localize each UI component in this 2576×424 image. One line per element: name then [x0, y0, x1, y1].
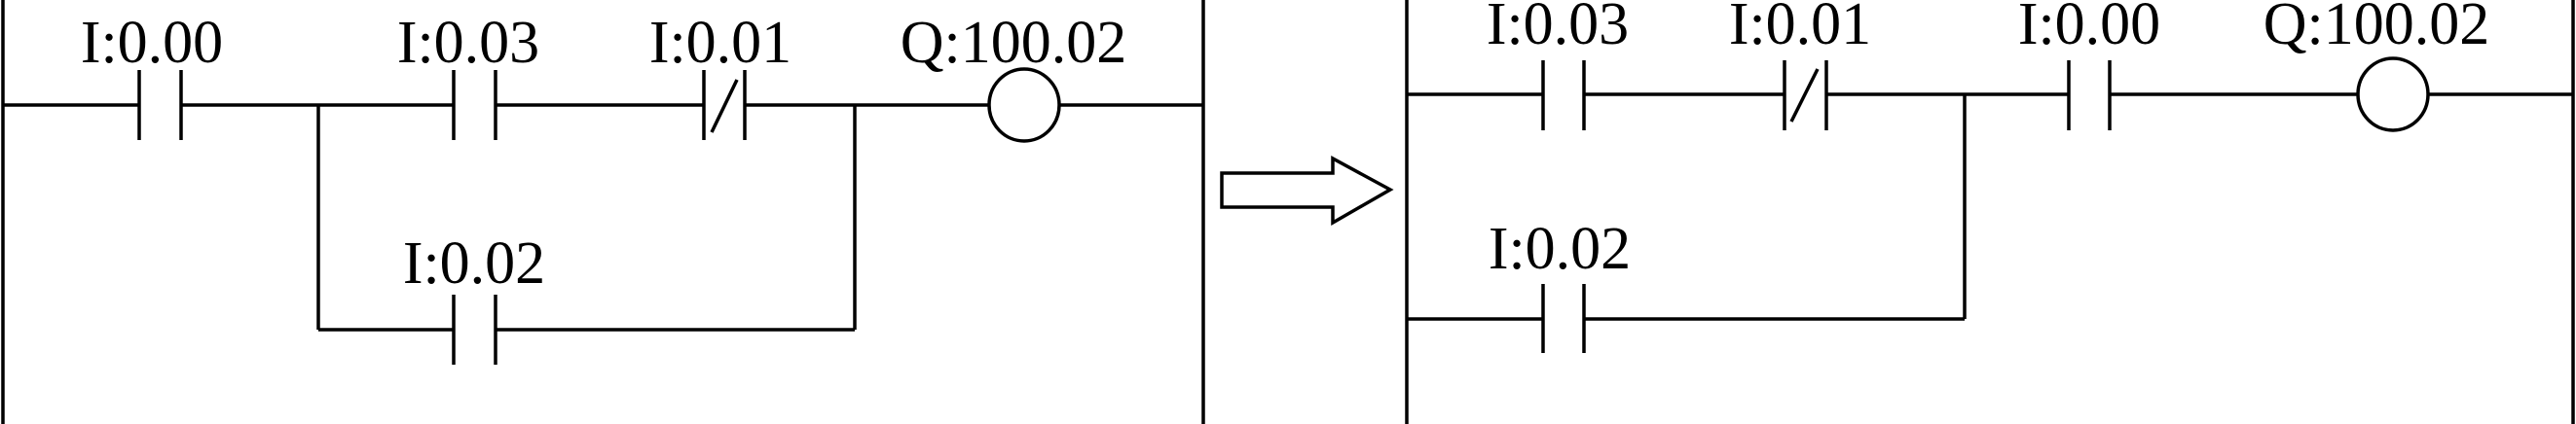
coil-label: Q:100.02 — [901, 10, 1127, 76]
ladder-after: I:0.03 I:0.01 I:0.00 I:0.02 Q:100.02 — [1405, 0, 2575, 424]
contact-label: I:0.03 — [397, 10, 539, 76]
contact-nc-i001: I:0.01 — [649, 10, 791, 140]
rung-wire — [1407, 92, 2573, 321]
contact-label: I:0.01 — [1729, 0, 1871, 57]
contact-nc-i001: I:0.01 — [1729, 0, 1871, 130]
ladder-before: I:0.00 I:0.03 I:0.01 I:0.02 Q:100.02 — [1, 0, 1205, 424]
coil-q10002: Q:100.02 — [2263, 0, 2490, 132]
contact-label: I:0.00 — [81, 10, 223, 76]
contact-label: I:0.02 — [403, 230, 545, 297]
contact-no-i002: I:0.02 — [403, 230, 545, 365]
contact-label: I:0.00 — [2018, 0, 2160, 57]
contact-label: I:0.03 — [1487, 0, 1629, 57]
contact-no-i000: I:0.00 — [81, 10, 223, 140]
contact-no-i003: I:0.03 — [397, 10, 539, 140]
contact-no-i000: I:0.00 — [2018, 0, 2160, 130]
contact-no-i003: I:0.03 — [1487, 0, 1629, 130]
rung-wire — [3, 103, 1203, 332]
coil-q10002: Q:100.02 — [901, 10, 1127, 143]
contact-label: I:0.02 — [1489, 216, 1631, 282]
coil-label: Q:100.02 — [2263, 0, 2490, 57]
right-arrow-icon — [1220, 156, 1394, 227]
contact-no-i002: I:0.02 — [1489, 216, 1631, 353]
contact-label: I:0.01 — [649, 10, 791, 76]
